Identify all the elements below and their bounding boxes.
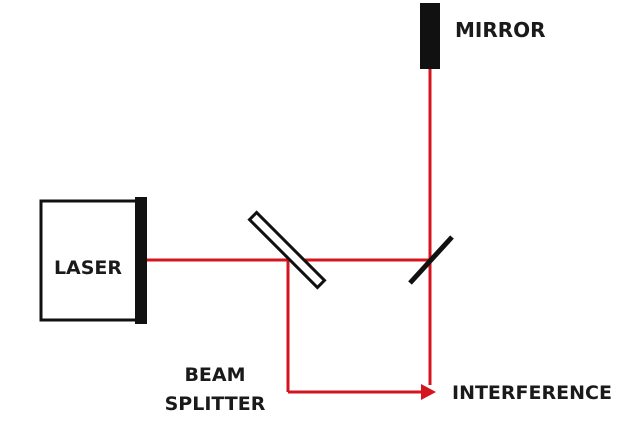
fold-mirror — [408, 235, 454, 285]
beam-splitter-label-line1: BEAM — [184, 364, 245, 386]
laser-box — [39, 199, 139, 322]
top-mirror — [420, 3, 440, 69]
laser-output-plate — [135, 197, 147, 324]
interference-label: INTERFERENCE — [452, 382, 612, 404]
beam-splitter-plate — [247, 210, 327, 290]
beam-paths — [147, 68, 432, 394]
interference-arrowhead — [421, 384, 436, 400]
beam-splitter-label-line2: SPLITTER — [165, 393, 266, 415]
mirror-label: MIRROR — [455, 18, 546, 42]
laser-label: LASER — [54, 257, 122, 279]
